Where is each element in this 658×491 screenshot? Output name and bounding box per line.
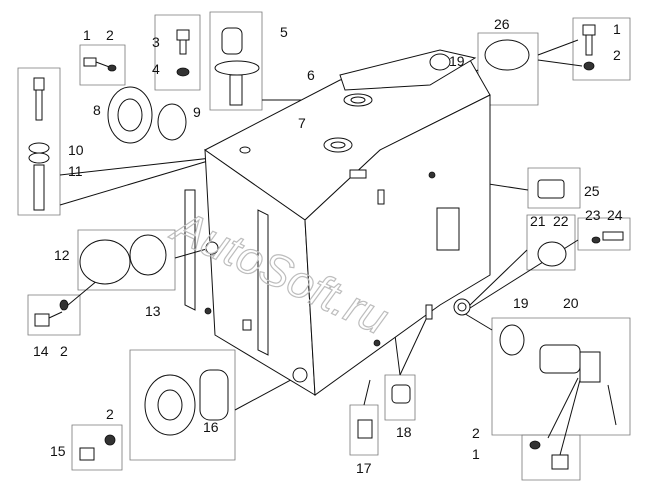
callout-label: 20 [563,295,579,311]
callout-label: 1 [472,446,480,462]
callout-label: 7 [298,115,306,131]
detail-frames [17,11,631,481]
callout-label: 6 [307,67,315,83]
callout-label: 22 [553,213,569,229]
callout-label: 2 [106,27,114,43]
callout-label: 5 [280,24,288,40]
callout-label: 10 [68,142,84,158]
callout-label: 8 [93,102,101,118]
callout-label: 2 [613,47,621,63]
callout-label: 1 [613,21,621,37]
parts [28,24,624,470]
callout-label: 16 [203,419,219,435]
callout-label: 14 [33,343,49,359]
callout-label: 11 [68,163,83,179]
callout-label: 19 [449,53,465,69]
callout-label: 13 [145,303,161,319]
callout-label: 15 [50,443,66,459]
callout-label: 19 [513,295,529,311]
callout-label: 2 [60,343,68,359]
callout-label: 2 [106,406,114,422]
callout-label: 18 [396,424,412,440]
callout-label: 17 [356,460,372,476]
callout-labels: 1 2 3 4 5 6 7 8 9 10 11 26 19 1 2 25 21 … [33,16,623,476]
fuel-tank [184,49,491,396]
callout-label: 24 [607,207,623,223]
callout-label: 25 [584,183,600,199]
callout-label: 1 [83,27,91,43]
callout-label: 21 [530,213,546,229]
callout-label: 9 [193,104,201,120]
callout-label: 4 [152,61,160,77]
callout-label: 12 [54,247,70,263]
callout-label: 2 [472,425,480,441]
callout-label: 26 [494,16,510,32]
callout-label: 23 [585,207,601,223]
callout-label: 3 [152,34,160,50]
